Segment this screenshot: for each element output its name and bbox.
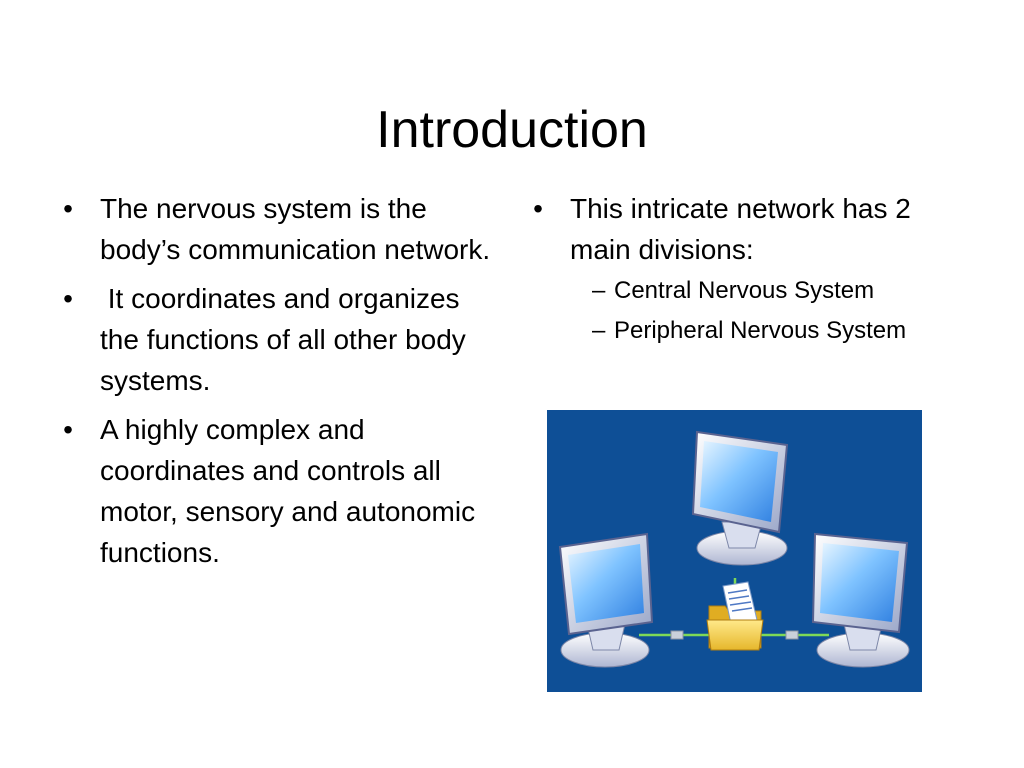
bullet-text: The nervous system is the body’s communi… bbox=[100, 193, 491, 265]
bullet-item: • It coordinates and organizes the funct… bbox=[58, 278, 498, 401]
sub-bullet-marker: – bbox=[592, 317, 606, 344]
monitor-icon bbox=[691, 430, 789, 566]
sub-bullet-list: – Central Nervous System – Peripheral Ne… bbox=[570, 276, 978, 346]
bullet-marker: • bbox=[533, 193, 543, 224]
network-illustration-svg bbox=[558, 430, 910, 668]
slide-title: Introduction bbox=[376, 101, 648, 159]
left-bullet-list: • The nervous system is the body’s commu… bbox=[58, 188, 498, 581]
shared-folder-icon bbox=[706, 581, 764, 651]
bullet-text: A highly complex and coordinates and con… bbox=[100, 414, 476, 568]
network-cables bbox=[639, 578, 829, 640]
bullet-item: • The nervous system is the body’s commu… bbox=[58, 188, 498, 270]
monitor-icon bbox=[558, 532, 654, 668]
right-bullet-list: • This intricate network has 2 main divi… bbox=[528, 188, 978, 356]
bullet-text: This intricate network has 2 main divisi… bbox=[570, 193, 911, 265]
bullet-marker: • bbox=[63, 414, 73, 445]
bullet-marker: • bbox=[63, 283, 73, 314]
sub-bullet-item: – Peripheral Nervous System bbox=[570, 316, 978, 346]
bullet-item: • This intricate network has 2 main divi… bbox=[528, 188, 978, 346]
network-illustration bbox=[547, 410, 922, 692]
bullet-text: It coordinates and organizes the functio… bbox=[100, 283, 474, 396]
monitor-icon bbox=[811, 532, 910, 668]
sub-bullet-item: – Central Nervous System bbox=[570, 276, 978, 306]
sub-bullet-marker: – bbox=[592, 277, 606, 304]
bullet-item: • A highly complex and coordinates and c… bbox=[58, 409, 498, 573]
sub-bullet-text: Central Nervous System bbox=[614, 277, 875, 304]
bullet-marker: • bbox=[63, 193, 73, 224]
sub-bullet-text: Peripheral Nervous System bbox=[614, 317, 907, 344]
